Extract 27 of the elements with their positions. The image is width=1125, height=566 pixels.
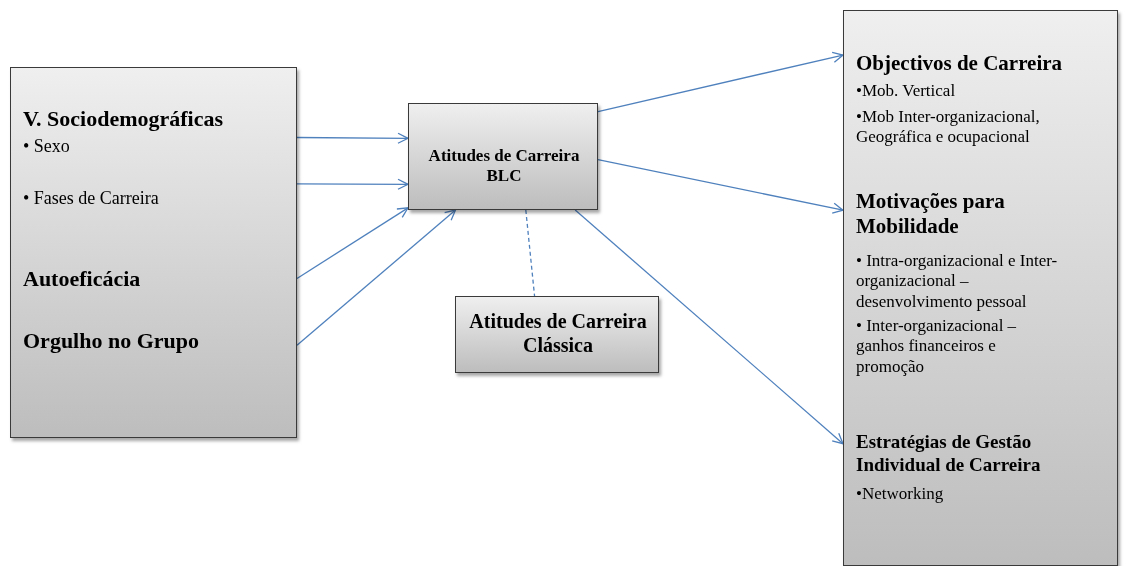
text-box xyxy=(455,296,659,373)
bullet-text: • Intra-organizacional e Inter-organizacional – desenvolvimento pessoal xyxy=(856,251,1059,313)
heading: Estratégias de Gestão Individual de Carreira xyxy=(856,431,1042,477)
bullet-text: • Sexo xyxy=(23,136,71,158)
arrow xyxy=(597,51,844,113)
heading: Motivações para Mobilidade xyxy=(856,189,1006,240)
arrow xyxy=(574,209,844,445)
bullet-text: •Networking xyxy=(856,484,945,505)
heading: Autoeficácia xyxy=(23,266,142,293)
bullet-text: • Inter-organizacional – ganhos financeiros e promoção xyxy=(856,316,1018,378)
bullet-text: • Fases de Carreira xyxy=(23,188,160,210)
arrow xyxy=(597,159,844,214)
arrow xyxy=(296,178,409,190)
bullet-text: •Mob Inter-organizacional, Geográfica e ocupacional xyxy=(856,107,1041,148)
heading: Orgulho no Grupo xyxy=(23,328,201,355)
heading: Objectivos de Carreira xyxy=(856,51,1064,77)
connector-line xyxy=(525,209,536,297)
arrow xyxy=(296,132,409,144)
bullet-text: •Mob. Vertical xyxy=(856,81,957,102)
heading: Atitudes de Carreira BLC xyxy=(427,146,581,187)
text-box xyxy=(843,10,1118,566)
text-box xyxy=(10,67,297,438)
text-box xyxy=(408,103,598,210)
heading: V. Sociodemográficas xyxy=(23,106,225,133)
arrow xyxy=(296,207,409,280)
heading: Atitudes de Carreira Clássica xyxy=(468,309,648,357)
arrow xyxy=(296,209,457,346)
